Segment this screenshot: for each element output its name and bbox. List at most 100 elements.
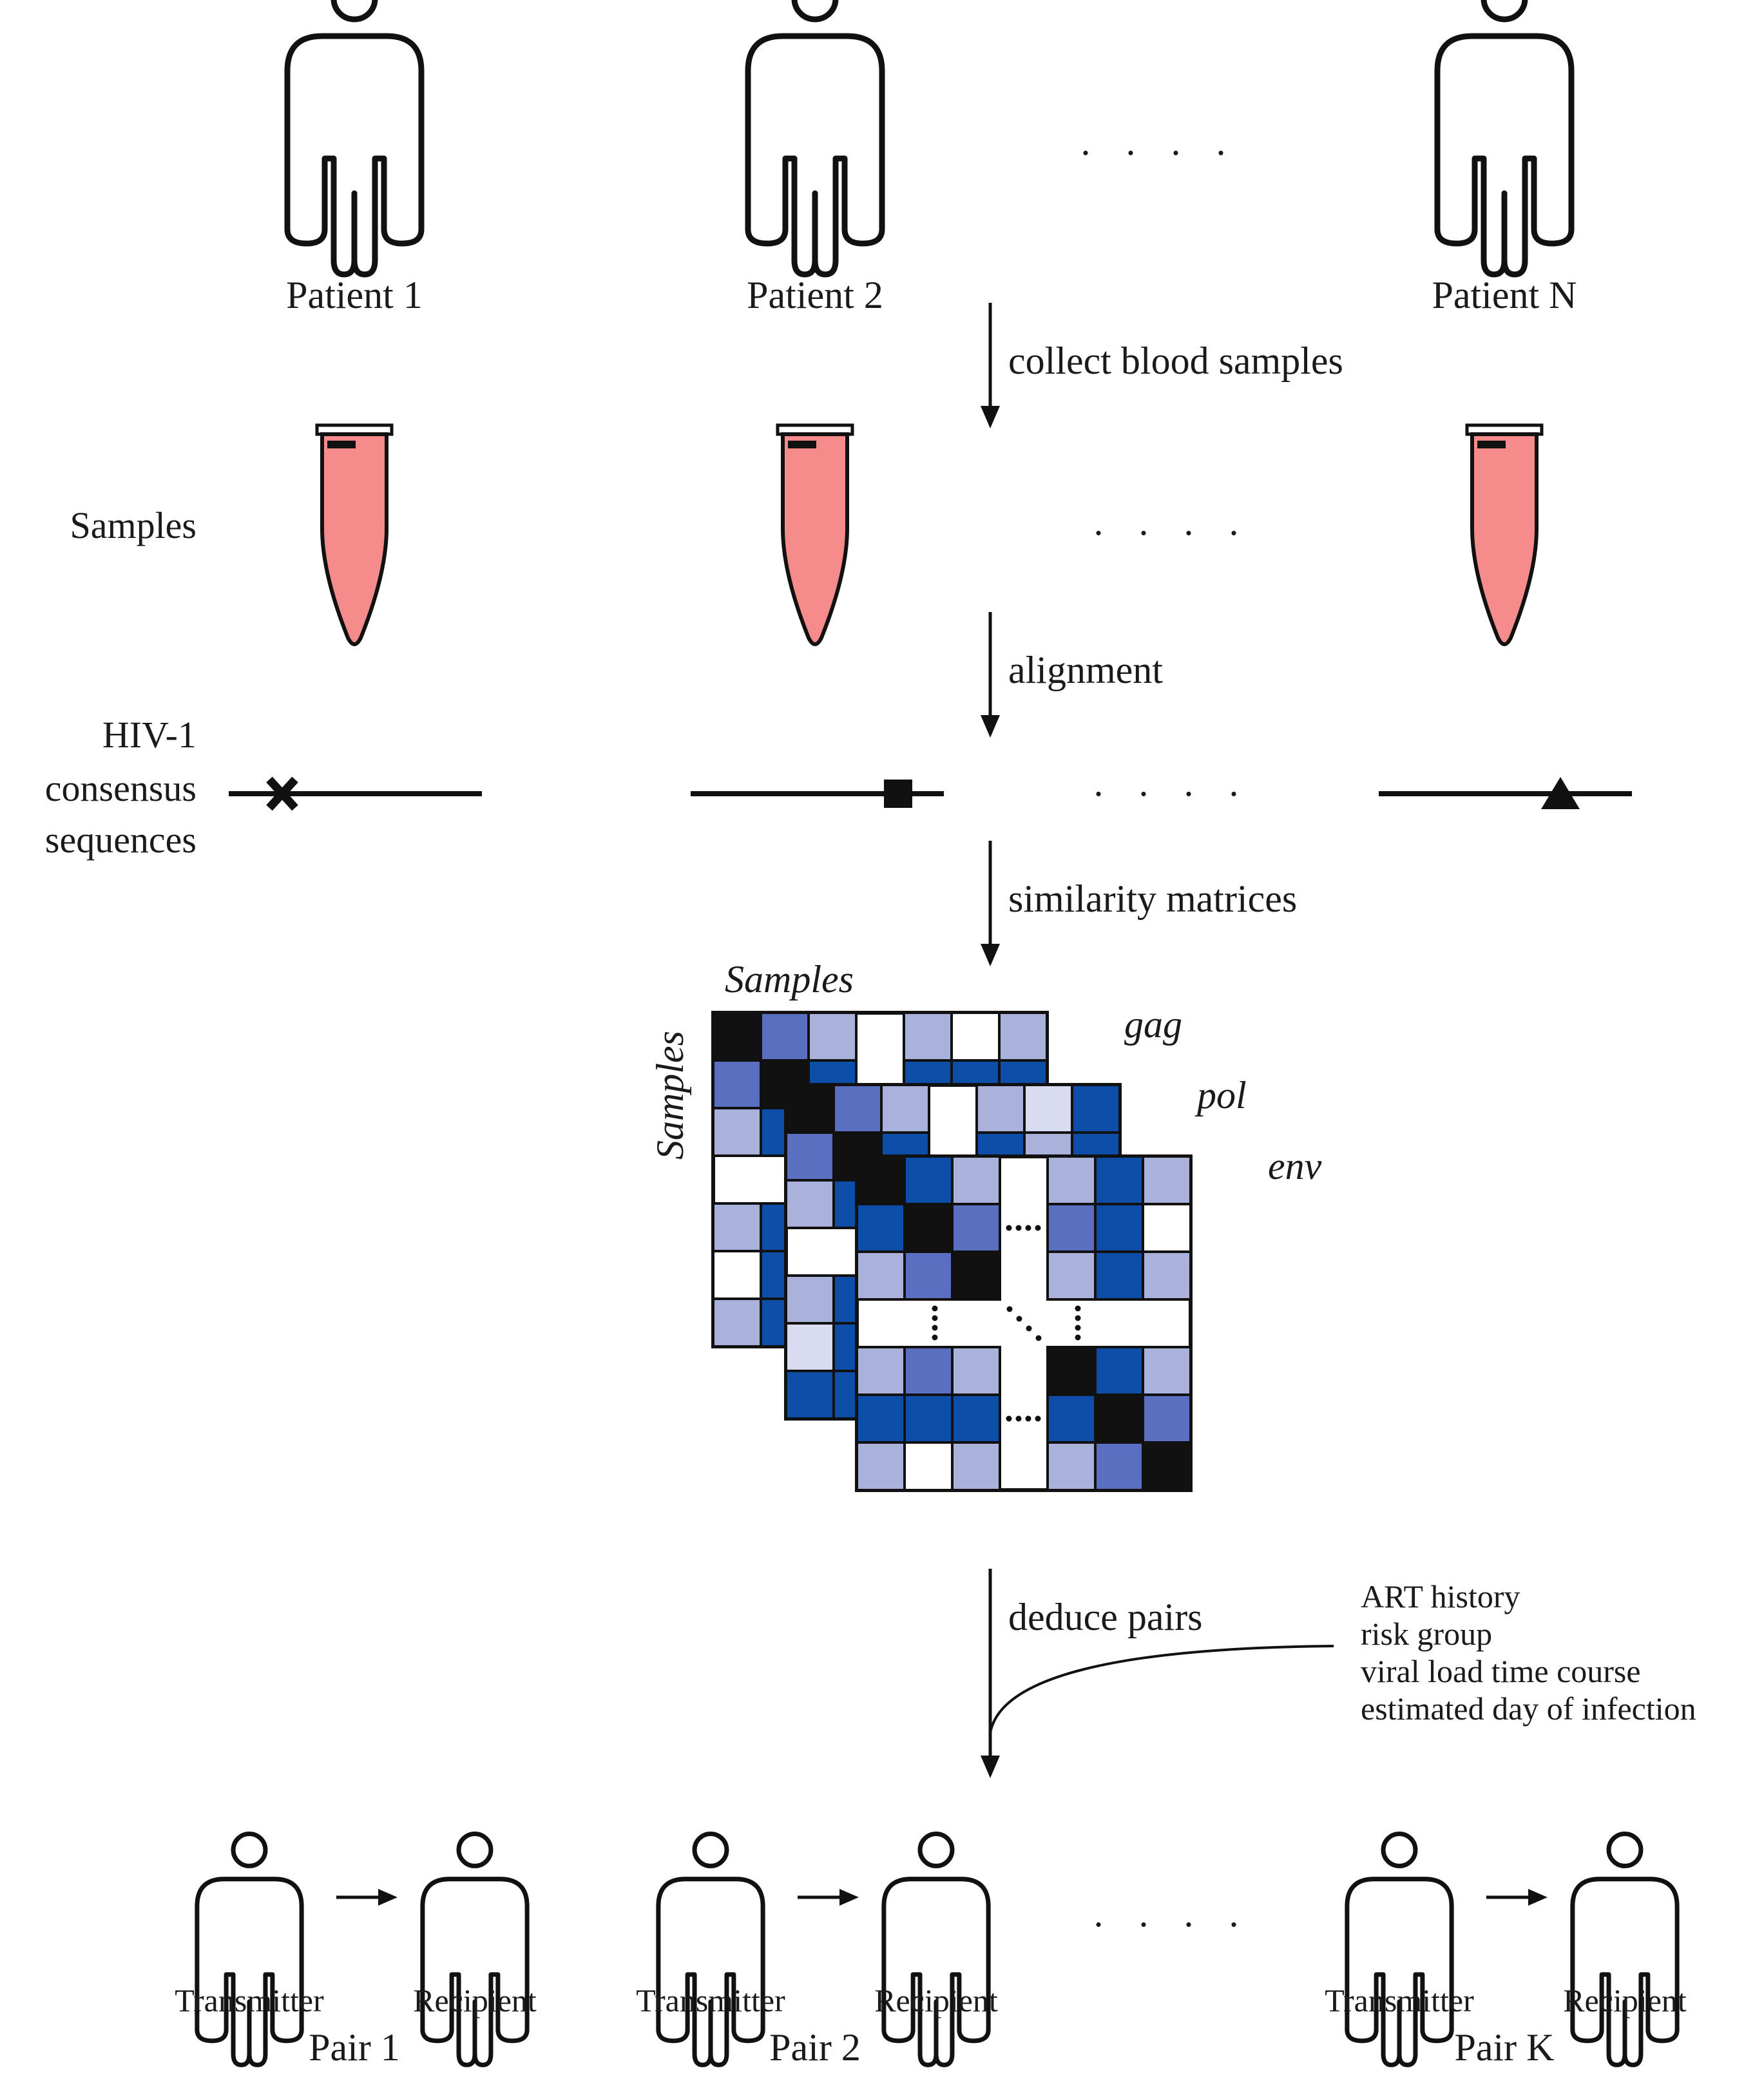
matrix-cell [951,1203,1001,1253]
matrix-env-layer [855,1154,1193,1492]
matrix-ellipsis-dot [932,1315,938,1321]
person-outline-icon [658,1834,763,2065]
metadata-line-2: risk group [1361,1616,1492,1652]
matrix-cell [712,1011,762,1062]
pair-label: Pair 1 [309,2026,400,2069]
matrix-cell [1094,1155,1144,1205]
matrix-ellipsis-dot [1075,1325,1081,1331]
metadata-line-1: ART history [1361,1578,1520,1614]
matrix-cell [856,1393,906,1444]
matrix-cell [903,1393,954,1444]
matrix-cell [785,1179,835,1229]
matrix-cell [1142,1250,1192,1301]
matrix-cell [1142,1155,1192,1205]
matrix-cell [856,1155,906,1205]
person-outline-icon [884,1834,988,2065]
matrix-cell [998,1011,1048,1062]
cross-marker-icon [266,776,298,811]
matrix-top-label: Samples [725,958,854,1001]
matrix-cell [1094,1346,1144,1396]
matrix-cell [785,1322,835,1372]
sequences-label-line-2: consensus [45,767,197,809]
metadata-list: ART history risk group viral load time c… [1361,1578,1696,1727]
triangle-marker-icon [1541,777,1580,809]
matrix-ellipsis-dot [1025,1225,1031,1231]
pairs-ellipsis: . . . . [1094,1892,1252,1935]
patient-n [1437,0,1571,274]
matrix-side-label: Samples [649,1031,691,1160]
matrix-cell [760,1011,810,1062]
pair-label: Pair K [1455,2026,1555,2069]
matrix-cell [712,1250,762,1300]
step-alignment-label: alignment [1008,649,1163,691]
matrix-ellipsis-dot [1015,1415,1022,1422]
matrix-cell [1142,1393,1192,1444]
matrix-cell [1142,1346,1192,1396]
samples-row-label: Samples [70,504,197,546]
matrix-ellipsis-dot [1035,1415,1041,1422]
matrix-cell [1046,1203,1097,1253]
person-outline-icon [423,1834,527,2065]
matrix-cell [903,1155,954,1205]
down-arrow-icon [981,612,1000,738]
down-arrow-icon [981,1569,1000,1778]
matrix-cell [1142,1441,1192,1491]
matrix-ellipsis-dot [932,1325,938,1331]
matrix-cell [1046,1155,1097,1205]
matrix-cell [975,1084,1026,1134]
sample-tube-icon [1467,425,1542,644]
matrix-cell [1094,1203,1144,1253]
matrix-cell [712,1107,762,1157]
matrix-cell [1071,1084,1121,1134]
matrix-cell [785,1274,835,1325]
matrix-ellipsis-dot [1006,1225,1012,1231]
samples-ellipsis: . . . . [1094,501,1252,543]
recipient-label: Recipient [413,1982,537,2018]
matrix-ellipsis-dot [932,1305,938,1312]
step-deduce-label: deduce pairs [1008,1596,1203,1638]
matrix-ellipsis-dot [1035,1225,1041,1231]
sequences-label-line-1: HIV-1 [102,714,197,756]
step-similarity-label: similarity matrices [1008,877,1297,920]
patient-1-label: Patient 1 [286,274,423,316]
matrix-ellipsis-dot [1006,1306,1013,1312]
matrix-ellipsis-dot [1006,1415,1012,1422]
matrix-cell [856,1250,906,1301]
step-collect-label: collect blood samples [1008,340,1343,382]
matrix-cell [951,1155,1001,1205]
sequences-label-line-3: sequences [45,819,197,861]
transmitter-label: Transmitter [636,1982,785,2018]
matrix-ellipsis-dot [1075,1305,1081,1312]
matrix-cell [951,1346,1001,1396]
matrix-cell [951,1393,1001,1444]
metadata-line-3: viral load time course [1361,1653,1641,1689]
matrix-ellipsis-dot [932,1334,938,1341]
sequence-n [1379,777,1632,809]
matrix-cell [856,1346,906,1396]
matrix-cell [807,1011,858,1062]
matrix-cell [856,1441,906,1491]
person-outline-icon [1347,1834,1452,2065]
layer-gag-label: gag [1124,1003,1182,1046]
matrix-ellipsis-dot [1026,1325,1032,1332]
matrix-cell [1046,1393,1097,1444]
person-outline-icon [197,1834,302,2065]
recipient-label: Recipient [874,1982,998,2018]
matrix-cell [832,1084,883,1134]
matrix-cell [903,1250,954,1301]
person-outline-icon [1437,0,1571,274]
matrix-cell [903,1203,954,1253]
person-outline-icon [748,0,882,274]
matrix-ellipsis-dot [1035,1335,1042,1341]
matrix-ellipsis-dot [1016,1316,1022,1322]
layer-env-label: env [1268,1145,1322,1187]
matrix-cell [950,1011,1001,1062]
down-arrow-icon [981,303,1000,428]
matrix-cell [1094,1250,1144,1301]
matrix-cell [712,1059,762,1109]
matrix-cell [785,1131,835,1182]
matrix-cell [856,1203,906,1253]
matrix-cell [880,1084,930,1134]
